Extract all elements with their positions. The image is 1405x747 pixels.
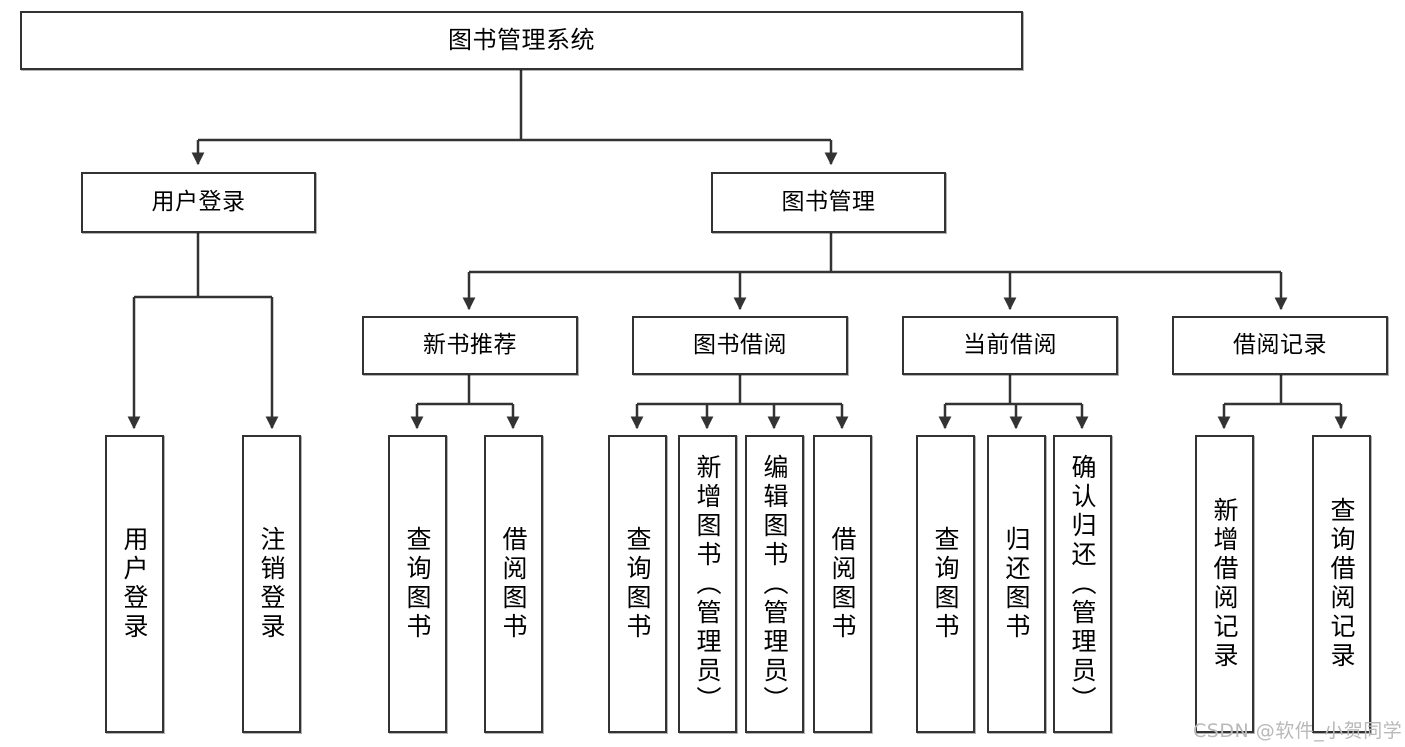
node-book-management[interactable]: 图书管理 [711, 172, 946, 233]
leaf-query-borrow-record-label: 查询借阅记录 [1327, 497, 1356, 671]
node-new-book-recommend[interactable]: 新书推荐 [362, 316, 578, 375]
leaf-query-book-borrow[interactable]: 查询图书 [608, 435, 667, 733]
leaf-user-login-label: 用户登录 [120, 526, 149, 642]
node-user-login-label: 用户登录 [151, 188, 246, 215]
node-borrow-record-label: 借阅记录 [1233, 331, 1327, 358]
leaf-add-book-admin-label: 新增图书（管理员） [693, 453, 722, 715]
leaf-query-book-current[interactable]: 查询图书 [916, 435, 975, 733]
node-root-label: 图书管理系统 [448, 26, 595, 55]
node-new-book-recommend-label: 新书推荐 [423, 331, 517, 358]
csdn-watermark: CSDN @软件_小贺同学 [1193, 720, 1403, 742]
leaf-confirm-return-admin[interactable]: 确认归还（管理员） [1053, 435, 1112, 733]
node-book-management-label: 图书管理 [781, 188, 876, 215]
leaf-borrow-book-label: 借阅图书 [828, 526, 857, 642]
node-user-login[interactable]: 用户登录 [81, 172, 316, 233]
leaf-query-book-newbook-label: 查询图书 [403, 526, 432, 642]
node-root[interactable]: 图书管理系统 [20, 11, 1023, 70]
leaf-query-book-newbook[interactable]: 查询图书 [388, 435, 447, 733]
node-book-borrow[interactable]: 图书借阅 [632, 316, 848, 375]
leaf-edit-book-admin[interactable]: 编辑图书（管理员） [745, 435, 804, 733]
node-book-borrow-label: 图书借阅 [693, 331, 787, 358]
node-current-borrow[interactable]: 当前借阅 [902, 316, 1118, 375]
leaf-borrow-book-newbook-label: 借阅图书 [499, 526, 528, 642]
leaf-confirm-return-admin-label: 确认归还（管理员） [1068, 453, 1097, 715]
leaf-logout-label: 注销登录 [257, 526, 286, 642]
node-borrow-record[interactable]: 借阅记录 [1172, 316, 1388, 375]
leaf-query-book-current-label: 查询图书 [931, 526, 960, 642]
leaf-add-borrow-record-label: 新增借阅记录 [1210, 497, 1239, 671]
leaf-add-borrow-record[interactable]: 新增借阅记录 [1195, 435, 1254, 733]
node-current-borrow-label: 当前借阅 [963, 331, 1057, 358]
leaf-borrow-book[interactable]: 借阅图书 [813, 435, 872, 733]
leaf-return-book-label: 归还图书 [1002, 526, 1031, 642]
leaf-add-book-admin[interactable]: 新增图书（管理员） [678, 435, 737, 733]
leaf-borrow-book-newbook[interactable]: 借阅图书 [484, 435, 543, 733]
leaf-edit-book-admin-label: 编辑图书（管理员） [760, 453, 789, 715]
leaf-query-book-borrow-label: 查询图书 [623, 526, 652, 642]
leaf-user-login[interactable]: 用户登录 [105, 435, 164, 733]
leaf-return-book[interactable]: 归还图书 [987, 435, 1046, 733]
leaf-query-borrow-record[interactable]: 查询借阅记录 [1312, 435, 1371, 733]
leaf-logout[interactable]: 注销登录 [242, 435, 301, 733]
